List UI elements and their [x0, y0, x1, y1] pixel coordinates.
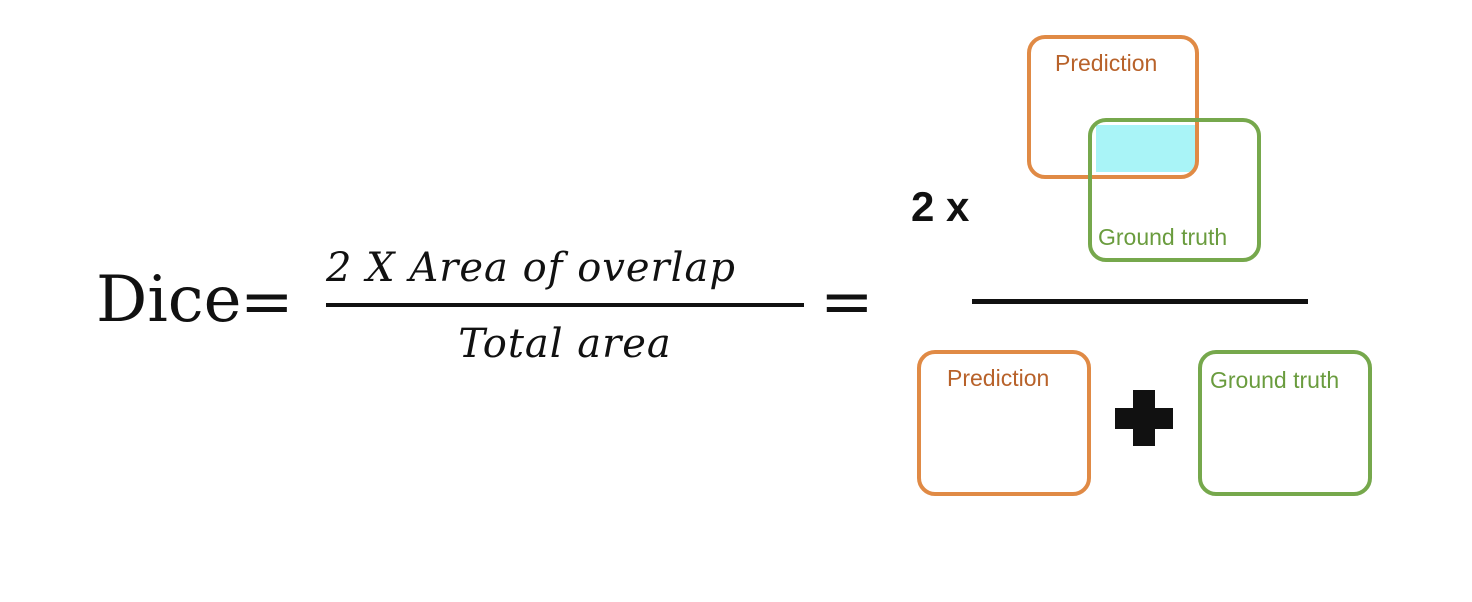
equals-sign-1: =	[240, 265, 294, 339]
fraction-denominator: Total area	[458, 321, 672, 367]
numerator-ground-truth-label: Ground truth	[1098, 224, 1228, 250]
overlap-region	[1096, 125, 1195, 172]
multiplier-2x: 2 x	[911, 183, 970, 230]
fraction-bar	[326, 303, 804, 307]
numerator-prediction-label: Prediction	[1055, 50, 1158, 76]
denominator-prediction-label: Prediction	[947, 365, 1050, 391]
numerator-prediction-box: Prediction	[1027, 35, 1199, 179]
dice-label: Dice	[96, 263, 242, 337]
numerator-ground-truth-box: Ground truth	[1088, 118, 1261, 262]
denominator-ground-truth-label: Ground truth	[1210, 367, 1340, 393]
visual-fraction-bar	[972, 299, 1308, 304]
plus-sign-horizontal	[1115, 408, 1173, 429]
equals-sign-2: =	[820, 265, 874, 339]
denominator-prediction-box: Prediction	[917, 350, 1091, 496]
denominator-ground-truth-box: Ground truth	[1198, 350, 1372, 496]
fraction-numerator: 2 X Area of overlap	[326, 245, 736, 291]
